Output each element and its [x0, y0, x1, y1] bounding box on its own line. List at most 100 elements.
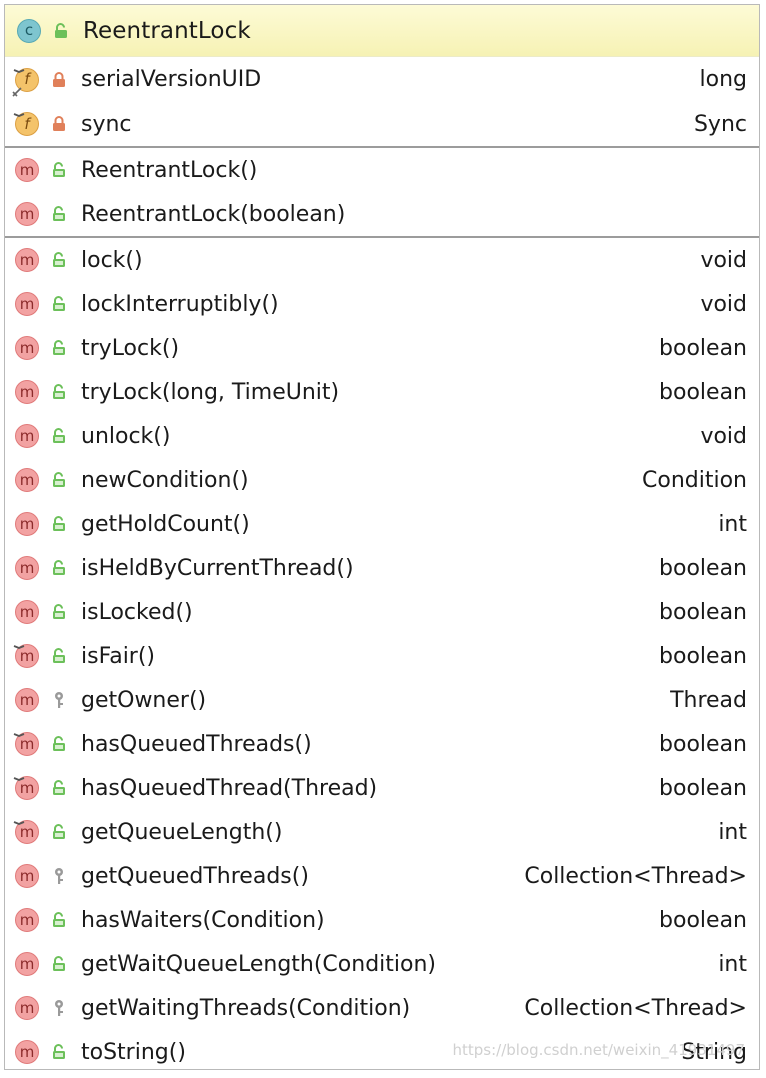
- member-type: boolean: [659, 599, 747, 625]
- method-icon: m: [13, 774, 39, 800]
- static-marker-icon: [12, 85, 22, 97]
- method-icon: m: [15, 202, 39, 226]
- member-type: boolean: [659, 335, 747, 361]
- public-lock-icon: [53, 22, 69, 40]
- member-row[interactable]: m ReentrantLock(): [5, 148, 759, 192]
- final-pin-icon: [13, 818, 25, 828]
- method-icon: m: [15, 248, 39, 272]
- member-name: getOwner(): [81, 687, 207, 713]
- method-icon: m: [15, 158, 39, 182]
- member-name: getHoldCount(): [81, 511, 250, 537]
- method-icon: m: [15, 424, 39, 448]
- member-type: void: [700, 247, 747, 273]
- member-type: Collection<Thread>: [524, 863, 747, 889]
- method-icon: m: [15, 996, 39, 1020]
- member-name: getQueuedThreads(): [81, 863, 309, 889]
- member-type: boolean: [659, 907, 747, 933]
- member-type: Condition: [642, 467, 747, 493]
- member-row[interactable]: m lockInterruptibly() void: [5, 282, 759, 326]
- final-pin-icon: [13, 66, 25, 76]
- method-icon: m: [15, 600, 39, 624]
- member-name: isLocked(): [81, 599, 193, 625]
- member-row[interactable]: m toString() String: [5, 1030, 759, 1069]
- member-row[interactable]: m hasWaiters(Condition) boolean: [5, 898, 759, 942]
- member-name: ReentrantLock(): [81, 157, 258, 183]
- member-row[interactable]: f sync Sync: [5, 102, 759, 146]
- final-pin-icon: [13, 730, 25, 740]
- member-type: int: [718, 951, 747, 977]
- member-type: Thread: [670, 687, 747, 713]
- member-name: getWaitQueueLength(Condition): [81, 951, 436, 977]
- final-pin-icon: [13, 774, 25, 784]
- member-row[interactable]: m ReentrantLock(boolean): [5, 192, 759, 236]
- class-title: ReentrantLock: [83, 17, 251, 44]
- member-type: boolean: [659, 379, 747, 405]
- member-type: int: [718, 819, 747, 845]
- popup-header[interactable]: c ReentrantLock: [5, 5, 759, 57]
- member-row[interactable]: m hasQueuedThreads() boolean: [5, 722, 759, 766]
- public-lock-icon: [51, 1043, 67, 1061]
- member-type: String: [681, 1039, 747, 1065]
- method-icon: m: [13, 644, 39, 668]
- protected-key-icon: [51, 999, 67, 1017]
- method-icon: m: [15, 380, 39, 404]
- public-lock-icon: [51, 647, 67, 665]
- public-lock-icon: [51, 205, 67, 223]
- member-type: boolean: [659, 731, 747, 757]
- member-type: boolean: [659, 555, 747, 581]
- protected-key-icon: [51, 691, 67, 709]
- member-row[interactable]: m hasQueuedThread(Thread) boolean: [5, 766, 759, 810]
- section-divider: [5, 146, 759, 148]
- member-name: isHeldByCurrentThread(): [81, 555, 354, 581]
- member-row[interactable]: m isLocked() boolean: [5, 590, 759, 634]
- method-icon: m: [15, 952, 39, 976]
- member-name: serialVersionUID: [81, 67, 262, 92]
- member-type: void: [700, 291, 747, 317]
- field-icon: f: [13, 112, 39, 136]
- member-type: void: [700, 423, 747, 449]
- public-lock-icon: [51, 383, 67, 401]
- member-name: hasQueuedThread(Thread): [81, 775, 378, 801]
- public-lock-icon: [51, 911, 67, 929]
- section-divider: [5, 236, 759, 238]
- member-name: sync: [81, 111, 132, 137]
- method-icon: m: [15, 908, 39, 932]
- public-lock-icon: [51, 295, 67, 313]
- method-icon: m: [15, 292, 39, 316]
- public-lock-icon: [51, 779, 67, 797]
- member-name: hasWaiters(Condition): [81, 907, 325, 933]
- member-name: hasQueuedThreads(): [81, 731, 312, 757]
- member-name: newCondition(): [81, 467, 249, 493]
- public-lock-icon: [51, 251, 67, 269]
- member-row[interactable]: m getWaitQueueLength(Condition) int: [5, 942, 759, 986]
- public-lock-icon: [51, 823, 67, 841]
- class-icon: c: [17, 18, 41, 43]
- method-icon: m: [15, 336, 39, 360]
- member-name: toString(): [81, 1039, 186, 1065]
- member-type: Sync: [693, 111, 747, 137]
- method-icon: m: [15, 512, 39, 536]
- member-name: ReentrantLock(boolean): [81, 201, 346, 227]
- method-icon: m: [15, 1040, 39, 1064]
- member-name: isFair(): [81, 643, 156, 669]
- public-lock-icon: [51, 515, 67, 533]
- method-icon: m: [13, 730, 39, 756]
- member-name: lockInterruptibly(): [81, 291, 279, 317]
- public-lock-icon: [51, 559, 67, 577]
- member-type: boolean: [659, 775, 747, 801]
- public-lock-icon: [51, 955, 67, 973]
